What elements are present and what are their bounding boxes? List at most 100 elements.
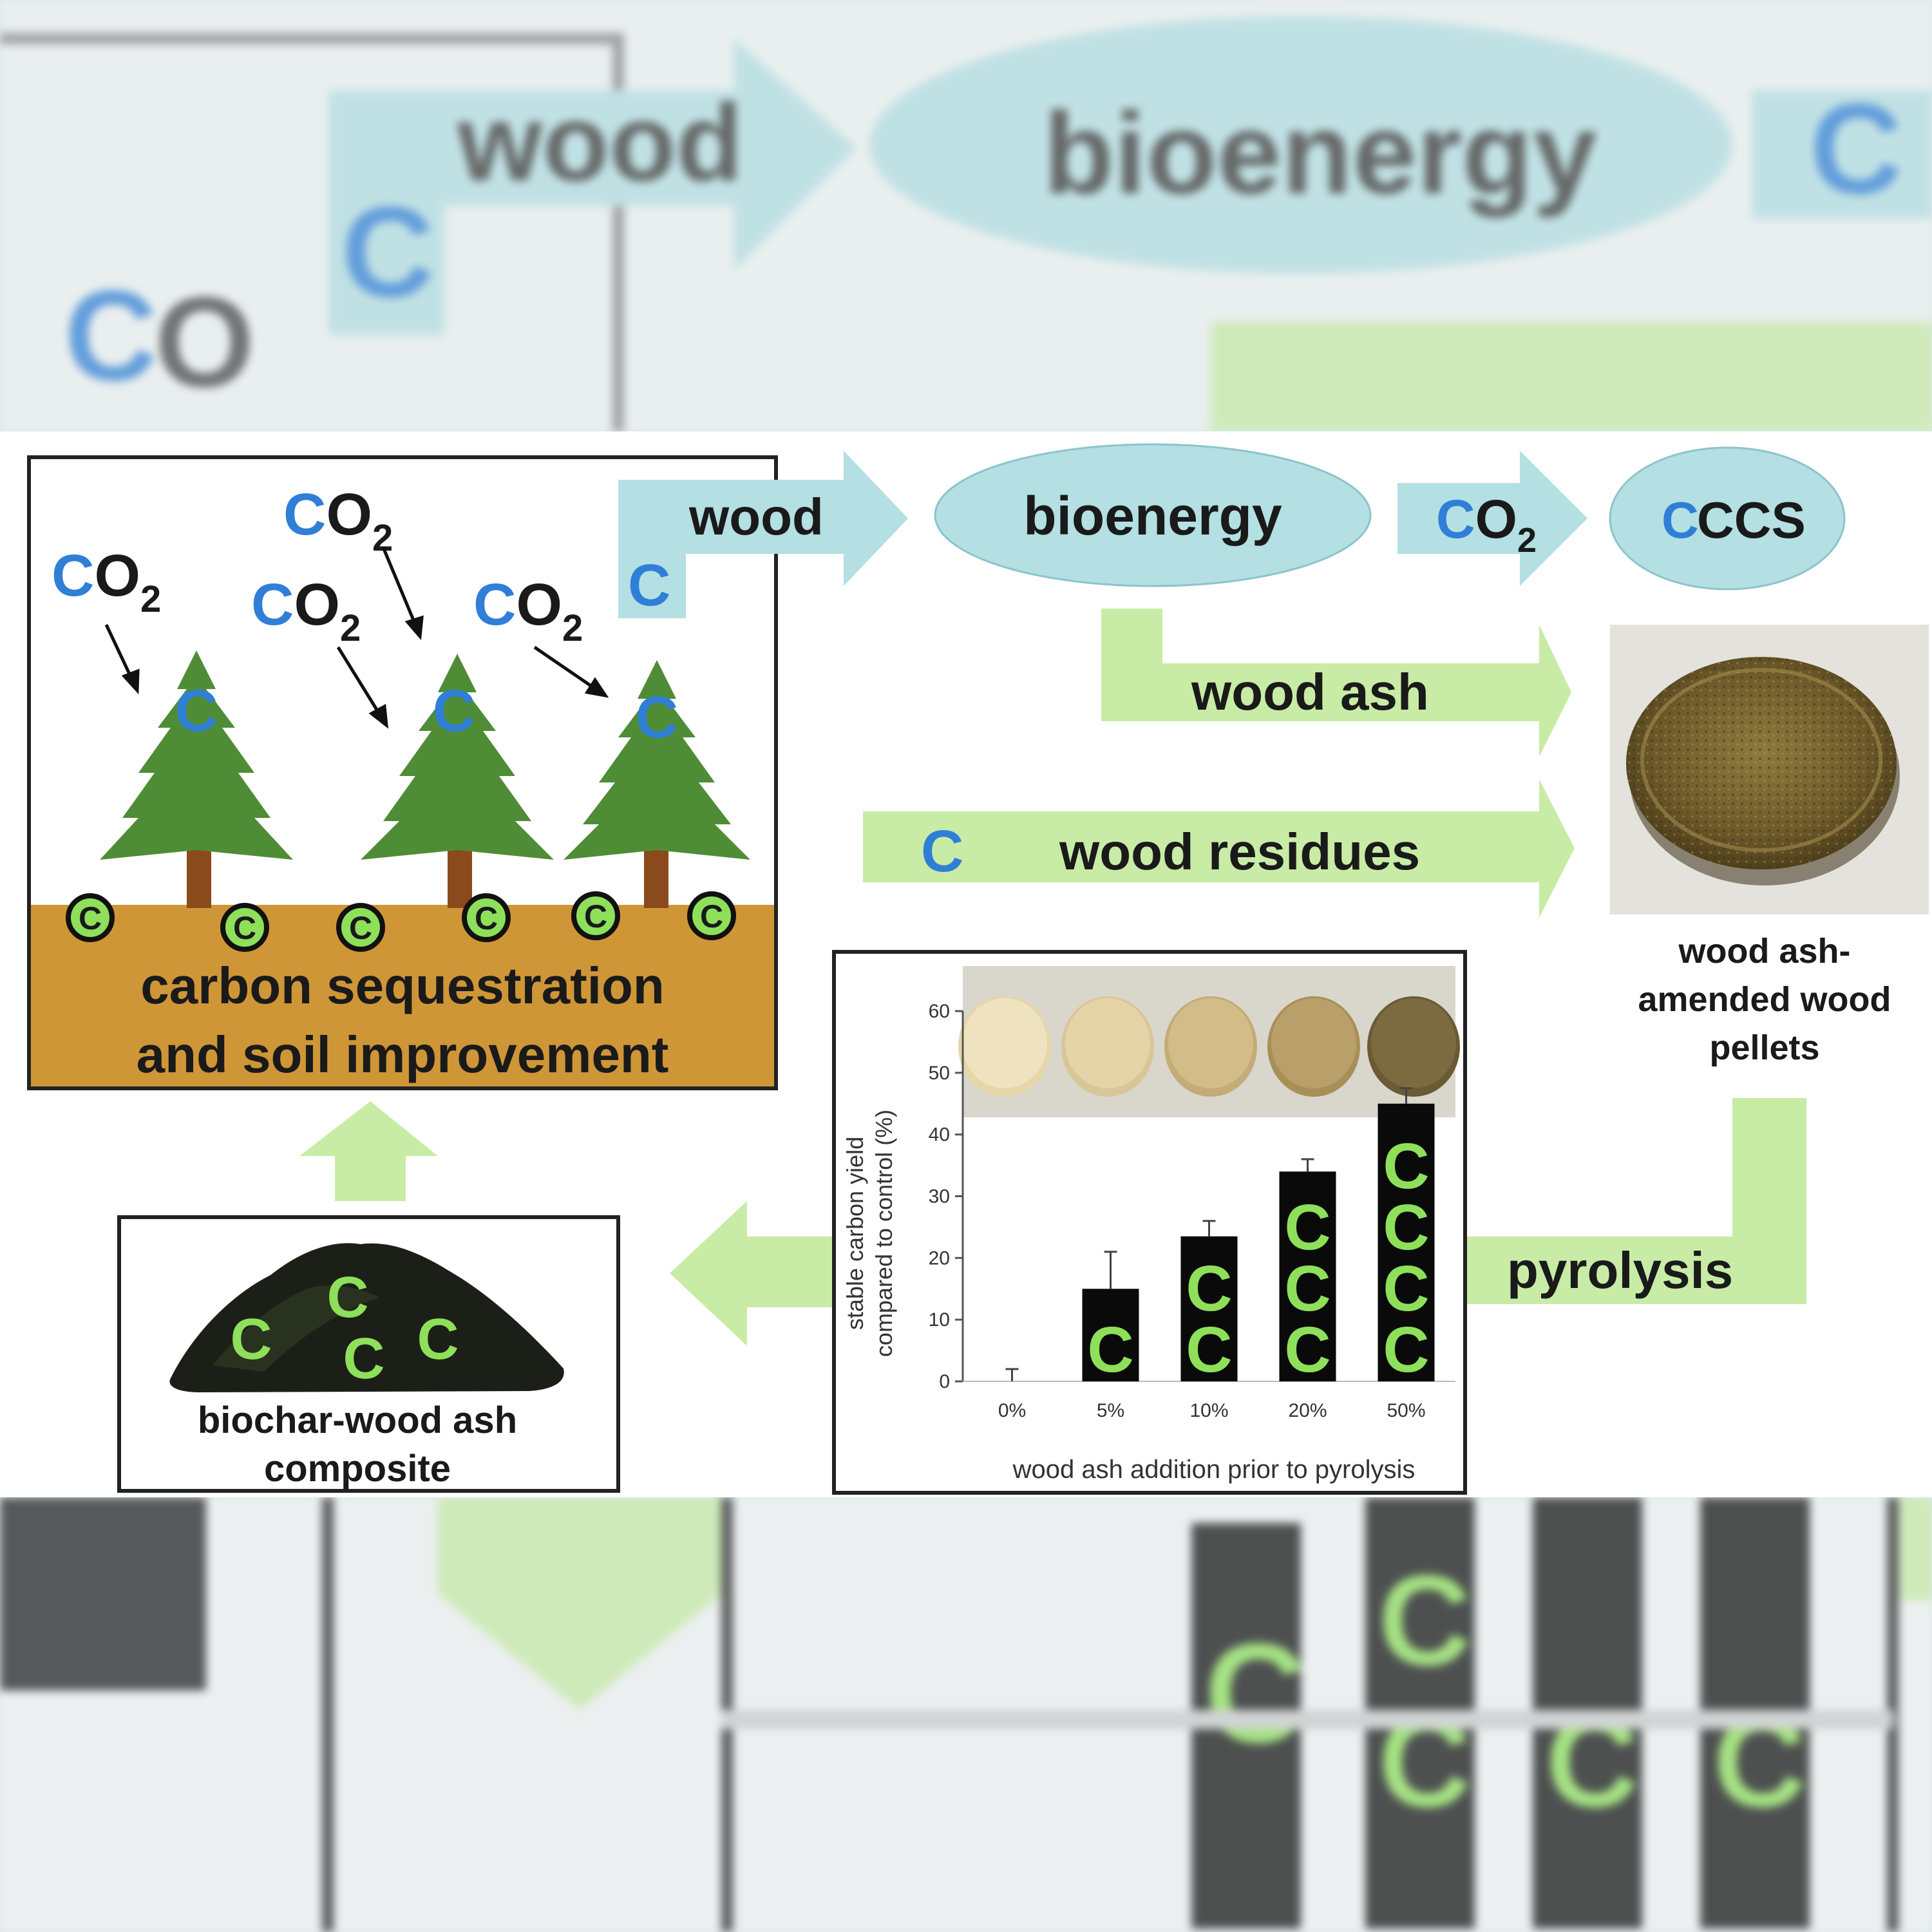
chart-x-tick-label: 20% xyxy=(1288,1400,1327,1421)
tree-carbon-label: C xyxy=(433,678,475,744)
chart-x-tick-label: 5% xyxy=(1097,1400,1124,1421)
biochar-carbon-label: C xyxy=(327,1265,369,1330)
chart-bar-letter: C xyxy=(1383,1253,1429,1325)
svg-text:C: C xyxy=(64,264,157,408)
figure-panel: C C C CO2 CO2 CO2 CO2 C C C C C xyxy=(0,431,1932,1497)
chart-bar-letter: C xyxy=(1284,1314,1331,1386)
chart-y-tick-label: 10 xyxy=(929,1309,950,1331)
chart-bar-letter: C xyxy=(1087,1314,1133,1386)
ccs-node: C CCS xyxy=(1609,446,1846,591)
svg-text:C: C xyxy=(1378,1549,1471,1692)
svg-text:C: C xyxy=(233,910,256,946)
chart-bar-letter: C xyxy=(1186,1314,1232,1386)
ccs-carbon-label: C xyxy=(1662,491,1699,549)
bioenergy-node: bioenergy xyxy=(934,443,1372,587)
tree-trunk xyxy=(644,844,668,908)
svg-text:C: C xyxy=(475,900,498,936)
wood-label: wood xyxy=(688,488,824,545)
soil-carbon-marker: C xyxy=(66,893,115,942)
chart-axis: 0 10 20 30 40 50 60 0% 5% 10% 20% 50% xyxy=(929,1001,1455,1421)
chart-bar-letter: C xyxy=(1284,1191,1331,1264)
blurred-background-top: wood bioenergy C C C O xyxy=(0,0,1932,431)
svg-text:C: C xyxy=(79,900,102,936)
chart-bar-letter: C xyxy=(1383,1130,1429,1202)
soil-carbon-marker: C xyxy=(571,891,620,940)
biochar-caption-line1: biochar-wood ash xyxy=(198,1399,517,1441)
biochar-carbon-label: C xyxy=(343,1327,385,1391)
pellet-photo xyxy=(1610,625,1929,914)
wood-carbon-label: C xyxy=(628,553,670,618)
tree-canopy xyxy=(564,660,750,860)
chart-ylabel-line1: stable carbon yield xyxy=(842,1137,868,1330)
co2-label: CO2 xyxy=(52,543,161,620)
chart-bar-letter: C xyxy=(1284,1253,1331,1325)
svg-text:C: C xyxy=(341,180,434,324)
chart-y-tick-label: 30 xyxy=(929,1186,950,1208)
chart-y-tick-label: 0 xyxy=(939,1371,950,1392)
tree-3 xyxy=(564,660,750,908)
chart-bar xyxy=(1180,1236,1238,1381)
pellets-caption-line1: wood ash- xyxy=(1678,932,1851,971)
chart-y-tick-label: 50 xyxy=(929,1063,950,1084)
wood-residues-label: wood residues xyxy=(1059,823,1420,880)
chart-bar xyxy=(1279,1171,1336,1381)
soil-carbon-markers: C C C C C C xyxy=(66,891,736,952)
forest-caption-line1: carbon sequestration xyxy=(140,957,665,1014)
tree-trunk xyxy=(187,844,211,908)
tree-trunk xyxy=(448,844,472,908)
svg-text:CO2: CO2 xyxy=(473,572,583,649)
chart-y-tick-label: 40 xyxy=(929,1124,950,1146)
co2-label: CO2 xyxy=(473,572,583,649)
svg-text:C: C xyxy=(1810,77,1902,221)
chart-bar xyxy=(1378,1103,1435,1381)
svg-text:CO2: CO2 xyxy=(251,572,361,649)
wood-residues-carbon-label: C xyxy=(921,819,963,884)
tree-canopy xyxy=(100,650,293,860)
chart-y-tick-label: 20 xyxy=(929,1247,950,1269)
forest-caption-line2: and soil improvement xyxy=(137,1026,669,1083)
svg-text:CO2: CO2 xyxy=(1436,489,1537,560)
chart-bar-letter: C xyxy=(1383,1191,1429,1264)
biochar-panel: C C C C biochar-wood ash composite xyxy=(117,1215,620,1493)
pyrolysis-arrow: pyrolysis xyxy=(1465,1098,1806,1304)
co2-label: CO2 xyxy=(283,482,393,559)
biochar-carbon-label: C xyxy=(231,1307,272,1372)
co2-arrow: CO2 xyxy=(1397,451,1587,586)
chart-bar xyxy=(1082,1289,1139,1381)
to-biochar-arrow xyxy=(670,1201,834,1346)
pellet-series-photo xyxy=(958,966,1460,1117)
svg-text:CO2: CO2 xyxy=(283,482,393,559)
up-to-soil-arrow xyxy=(299,1101,438,1201)
chart-xlabel: wood ash addition prior to pyrolysis xyxy=(1012,1455,1416,1484)
chart-x-tick-label: 0% xyxy=(998,1400,1026,1421)
wood-ash-label: wood ash xyxy=(1191,663,1429,721)
soil-layer xyxy=(31,905,774,1086)
svg-text:C: C xyxy=(349,910,372,946)
pellets-caption-line2: amended wood xyxy=(1638,980,1891,1019)
pellets-caption-line3: pellets xyxy=(1709,1028,1819,1067)
svg-text:CO2: CO2 xyxy=(52,543,161,620)
tree-canopy xyxy=(361,654,554,860)
co2-uptake-arrows xyxy=(104,547,609,729)
soil-carbon-marker: C xyxy=(462,893,511,942)
soil-carbon-marker: C xyxy=(336,903,385,952)
chart-x-tick-label: 50% xyxy=(1387,1400,1425,1421)
chart-ylabel-line2: compared to control (%) xyxy=(871,1110,897,1357)
pyrolysis-label: pyrolysis xyxy=(1507,1242,1733,1299)
tree-2 xyxy=(361,654,554,908)
svg-text:C: C xyxy=(1204,1614,1307,1772)
tree-carbon-label: C xyxy=(175,678,218,744)
wood-ash-arrow: wood ash xyxy=(1101,609,1571,757)
ccs-label: CCS xyxy=(1697,491,1806,549)
bioenergy-label: bioenergy xyxy=(1023,486,1282,546)
svg-text:C: C xyxy=(584,898,607,934)
svg-text:bioenergy: bioenergy xyxy=(1043,89,1597,218)
chart-x-tick-label: 10% xyxy=(1189,1400,1228,1421)
graphical-abstract: C C C CO2 CO2 CO2 CO2 C C C C C xyxy=(27,443,1929,1495)
chart-y-tick-label: 60 xyxy=(929,1001,950,1022)
wood-arrow: wood C xyxy=(618,451,908,618)
wood-residues-arrow: C wood residues xyxy=(863,779,1575,918)
chart-bar-letter: C xyxy=(1383,1314,1429,1386)
